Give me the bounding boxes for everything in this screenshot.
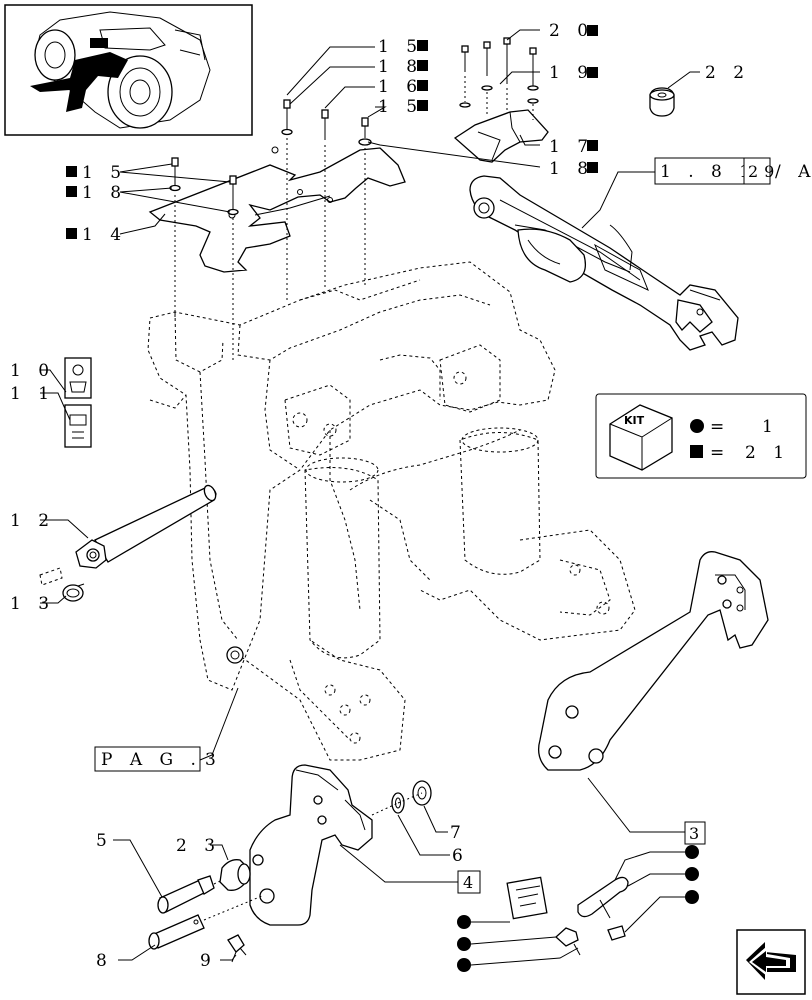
kit-legend: KIT = 1 = 2 1 <box>595 393 807 479</box>
callout-15b: 1 5 <box>378 97 423 117</box>
top-link <box>469 175 739 351</box>
ref-4-text: 4 <box>463 873 479 892</box>
back-arrow-icon <box>746 942 796 980</box>
pag-label: P A G . <box>101 750 202 770</box>
leader-lines <box>40 29 700 961</box>
kit-circle-icon <box>690 419 704 433</box>
kit-circle-qty: 1 <box>762 417 779 437</box>
callout-22: 2 2 <box>705 63 750 83</box>
pag-reference: P A G . 3 <box>94 746 222 772</box>
small-pin <box>607 925 626 941</box>
kit-circle-equals: = <box>710 417 730 437</box>
bracket-17 <box>453 37 549 163</box>
callout-18a: 1 8 <box>378 57 423 77</box>
top-link-ref-suffix: / A <box>775 162 812 182</box>
bushing-22 <box>649 87 675 117</box>
callout-labels: 1 5 1 8 1 6 1 5 2 0 1 9 2 2 1 7 1 8 1 5 … <box>10 21 750 971</box>
bolt-16-top <box>321 109 329 140</box>
ref-box-4: 4 <box>457 870 481 894</box>
callout-15c: 1 5 <box>82 163 127 183</box>
callout-19: 1 9 <box>549 63 594 83</box>
pin-5 <box>157 875 215 914</box>
top-link-reference: 1 . 8 1 . 29 / A <box>654 157 812 185</box>
decal-10 <box>64 357 92 399</box>
mounting-bolts <box>169 99 372 360</box>
callout-6: 6 <box>452 846 469 866</box>
callout-15a: 1 5 <box>378 37 423 57</box>
ref-3-text: 3 <box>689 824 705 843</box>
top-link-ref-box: 29 <box>748 162 780 181</box>
callout-14: 1 4 <box>82 225 127 245</box>
lift-arm-3 <box>537 551 769 771</box>
ref-box-3: 3 <box>684 821 706 845</box>
snap-ring-13 <box>62 583 85 602</box>
bolt-15-right <box>358 117 372 146</box>
callout-9: 9 <box>200 951 217 971</box>
pag-number: 3 <box>205 750 222 770</box>
callout-11: 1 1 <box>10 384 55 404</box>
callout-7: 7 <box>450 823 467 843</box>
small-screw <box>555 927 581 956</box>
kit-cube-icon: KIT <box>609 404 673 471</box>
bolt-15-left <box>169 157 181 192</box>
tractor-thumbnail-drawing <box>30 11 211 129</box>
decal-11 <box>64 404 92 448</box>
callout-18c: 1 8 <box>82 183 127 203</box>
top-cover-plate <box>148 146 406 273</box>
kit-title: KIT <box>624 414 645 427</box>
callout-23: 2 3 <box>176 836 221 856</box>
callout-12: 1 2 <box>10 511 55 531</box>
callout-5: 5 <box>96 831 113 851</box>
handle-lever <box>577 876 629 919</box>
lift-shaft-12 <box>39 484 217 586</box>
pin-8 <box>148 914 205 950</box>
bolt-15-top <box>281 99 293 136</box>
tractor-thumbnail <box>4 4 253 136</box>
callout-20: 2 0 <box>549 21 594 41</box>
callout-18b: 1 8 <box>549 159 594 179</box>
kit-square-qty: 2 1 <box>745 443 790 463</box>
callout-16: 1 6 <box>378 77 423 97</box>
kit-square-icon <box>690 445 703 458</box>
clip-9 <box>227 934 247 963</box>
back-arrow-button[interactable] <box>736 929 806 995</box>
callout-13: 1 3 <box>10 594 55 614</box>
lift-arm-4 <box>249 764 373 926</box>
kit-markers <box>457 845 699 972</box>
kit-square-equals: = <box>710 443 730 463</box>
callout-8: 8 <box>96 951 113 971</box>
bushing-23 <box>219 859 251 891</box>
square-markers <box>66 25 598 239</box>
callout-10: 1 0 <box>10 361 55 381</box>
callout-17: 1 7 <box>549 137 594 157</box>
decal-kit-plate <box>506 876 548 920</box>
rear-lift-frame <box>147 261 636 761</box>
